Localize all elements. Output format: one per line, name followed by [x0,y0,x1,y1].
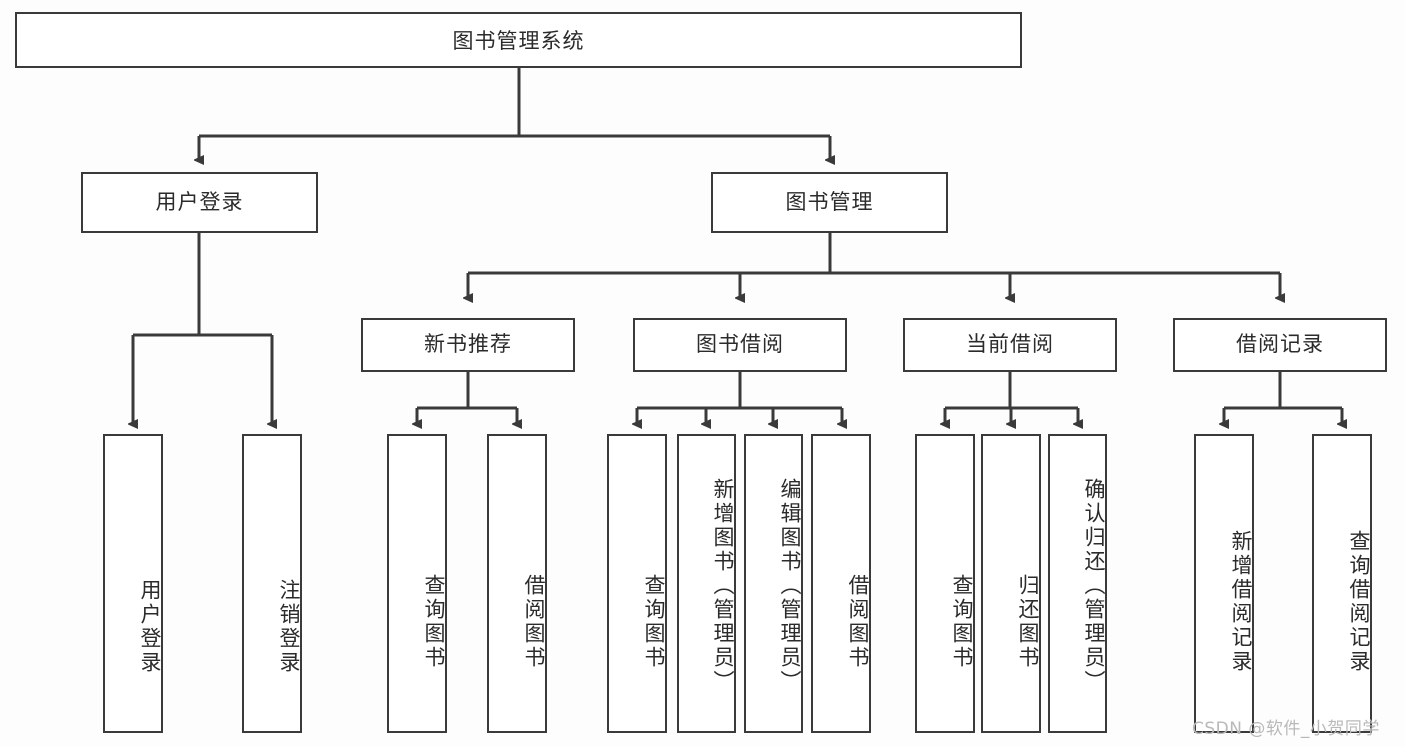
node-label: 编辑图书（管理员） [778,477,802,694]
node-borrow-record[interactable]: 借阅记录 [1173,318,1387,372]
node-current-borrow[interactable]: 当前借阅 [903,318,1117,372]
node-label: 借阅图书 [846,573,870,670]
node-label: 新增借阅记录 [1229,529,1253,674]
node-label: 图书借阅 [696,332,784,357]
leaf-user-login-logout[interactable]: 注销登录 [242,434,302,733]
leaf-current-borrow-return[interactable]: 归还图书 [981,434,1041,733]
leaf-book-borrow-add[interactable]: 新增图书（管理员） [677,434,736,733]
node-user-login[interactable]: 用户登录 [81,172,318,233]
node-label: 查询图书 [642,573,666,670]
node-label: 图书管理系统 [452,29,585,53]
node-label: 用户登录 [155,189,244,214]
leaf-book-borrow-query[interactable]: 查询图书 [607,434,667,733]
node-label: 当前借阅 [966,332,1054,357]
leaf-new-book-query[interactable]: 查询图书 [387,434,447,733]
leaf-book-borrow-borrow[interactable]: 借阅图书 [811,434,871,733]
node-label: 借阅图书 [522,573,546,670]
leaf-current-borrow-query[interactable]: 查询图书 [915,434,975,733]
node-label: 新书推荐 [424,332,512,357]
node-label: 图书管理 [785,189,874,214]
node-label: 归还图书 [1016,573,1040,670]
node-label: 用户登录 [138,578,162,675]
node-label: 查询借阅记录 [1347,529,1371,674]
node-label: 查询图书 [422,573,446,670]
node-label: 确认归还（管理员） [1082,477,1106,694]
node-label: 查询图书 [950,573,974,670]
leaf-record-query[interactable]: 查询借阅记录 [1312,434,1372,733]
leaf-book-borrow-edit[interactable]: 编辑图书（管理员） [744,434,803,733]
leaf-record-add[interactable]: 新增借阅记录 [1194,434,1254,733]
node-book-borrow[interactable]: 图书借阅 [633,318,847,372]
leaf-current-borrow-confirm-return[interactable]: 确认归还（管理员） [1048,434,1107,733]
node-label: 新增图书（管理员） [711,477,735,694]
leaf-new-book-borrow[interactable]: 借阅图书 [487,434,547,733]
node-new-book-recommend[interactable]: 新书推荐 [361,318,575,372]
node-root-system[interactable]: 图书管理系统 [15,12,1022,68]
node-label: 借阅记录 [1236,332,1324,357]
leaf-user-login-login[interactable]: 用户登录 [103,434,163,733]
node-label: 注销登录 [277,578,301,675]
node-book-management[interactable]: 图书管理 [711,172,948,233]
